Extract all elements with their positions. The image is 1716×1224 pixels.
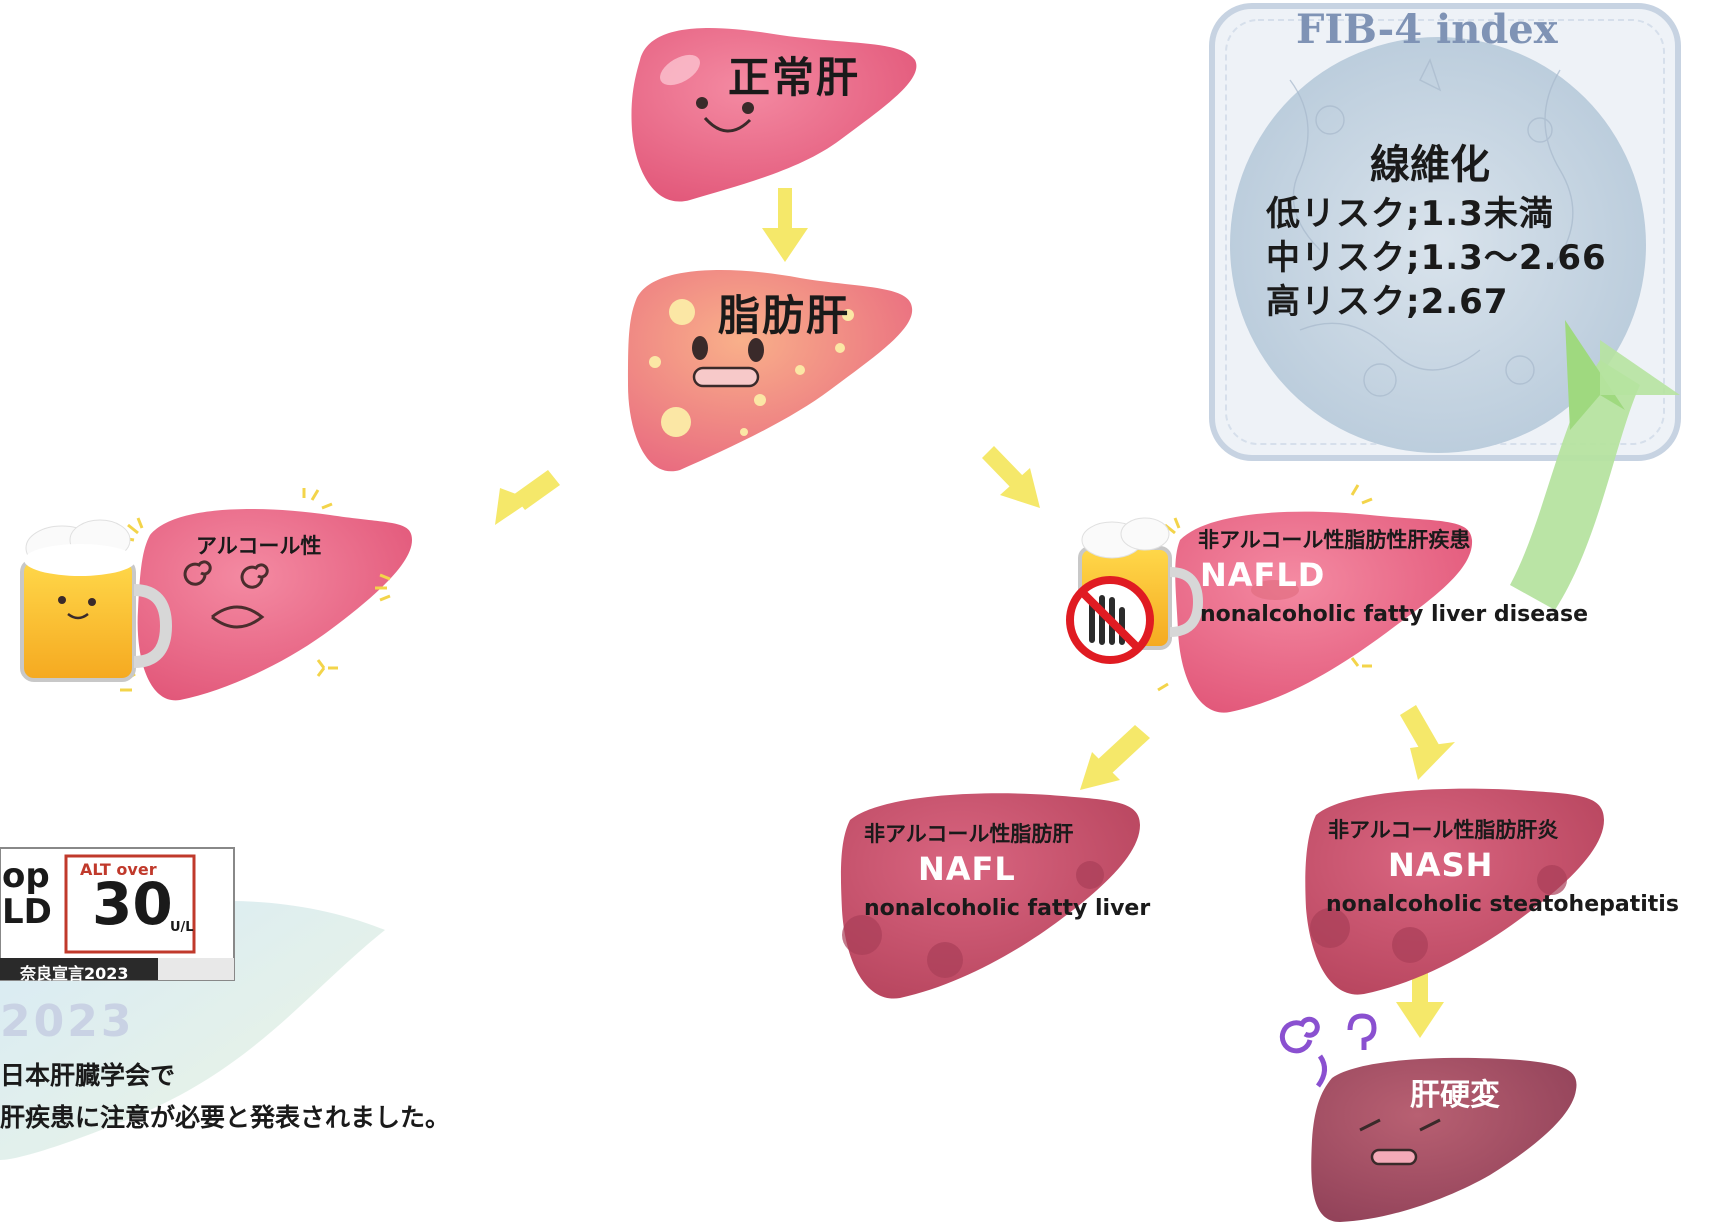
arrow-nafld-nash — [1400, 705, 1455, 780]
badge-unit: U/L — [170, 920, 194, 935]
fatty-liver — [628, 270, 913, 472]
fib4-circle — [1230, 37, 1646, 453]
label-nafl-jp: 非アルコール性脂肪肝 — [864, 822, 1074, 846]
nash-liver — [1305, 788, 1604, 995]
badge-nara: 奈良宣言2023 — [20, 964, 129, 983]
label-nafld-jp: 非アルコール性脂肪性肝疾患 — [1198, 528, 1471, 552]
fib4-high-risk: 高リスク;2.67 — [1266, 282, 1509, 322]
arrow-fatty-nafld — [982, 446, 1040, 508]
fib4-mid-risk: 中リスク;1.3〜2.66 — [1266, 238, 1607, 278]
label-nash-jp: 非アルコール性脂肪肝炎 — [1328, 818, 1559, 842]
label-nafl-full: nonalcoholic fatty liver — [864, 896, 1151, 921]
prohibition-icon — [1066, 576, 1154, 664]
green-arrow — [1510, 320, 1680, 610]
fib4-panel — [1209, 3, 1681, 461]
arrow-normal-fatty — [762, 188, 808, 262]
label-nash-full: nonalcoholic steatohepatitis — [1326, 892, 1679, 917]
cirrhosis-liver — [1311, 1057, 1577, 1222]
label-cirrhosis: 肝硬変 — [1410, 1078, 1500, 1113]
alcoholic-liver — [120, 488, 413, 701]
fib4-heading: 線維化 — [1370, 142, 1490, 188]
badge-number: 30 — [92, 870, 173, 938]
label-nash-en: NASH — [1388, 846, 1494, 884]
label-nafl-en: NAFL — [918, 850, 1016, 888]
beer-mug-icon — [20, 519, 173, 682]
nafl-liver — [840, 793, 1140, 999]
arrow-fatty-alcoholic — [495, 470, 560, 525]
label-nafld-en: NAFLD — [1200, 556, 1326, 594]
badge-logo-left: op LD — [2, 856, 52, 932]
badge-year: 2023 — [0, 996, 135, 1047]
dizzy-icon — [1279, 1013, 1377, 1088]
label-nafld-full: nonalcoholic fatty liver disease — [1200, 602, 1589, 627]
label-fatty-liver: 脂肪肝 — [718, 291, 851, 340]
arrow-nafld-nafl — [1080, 725, 1150, 790]
nara-badge — [0, 847, 235, 981]
fib4-title: FIB-4 index — [1296, 6, 1558, 53]
label-normal-liver: 正常肝 — [728, 53, 861, 102]
nafld-liver — [1157, 484, 1473, 713]
fib4-low-risk: 低リスク;1.3未満 — [1266, 194, 1554, 234]
normal-liver — [631, 27, 917, 202]
label-alcoholic: アルコール性 — [196, 534, 322, 558]
badge-alt-over: ALT over — [80, 860, 157, 879]
badge-line2: 肝疾患に注意が必要と発表されました。 — [0, 1103, 451, 1132]
badge-line1: 日本肝臓学会で — [0, 1061, 176, 1090]
floral-pattern — [1289, 58, 1574, 397]
